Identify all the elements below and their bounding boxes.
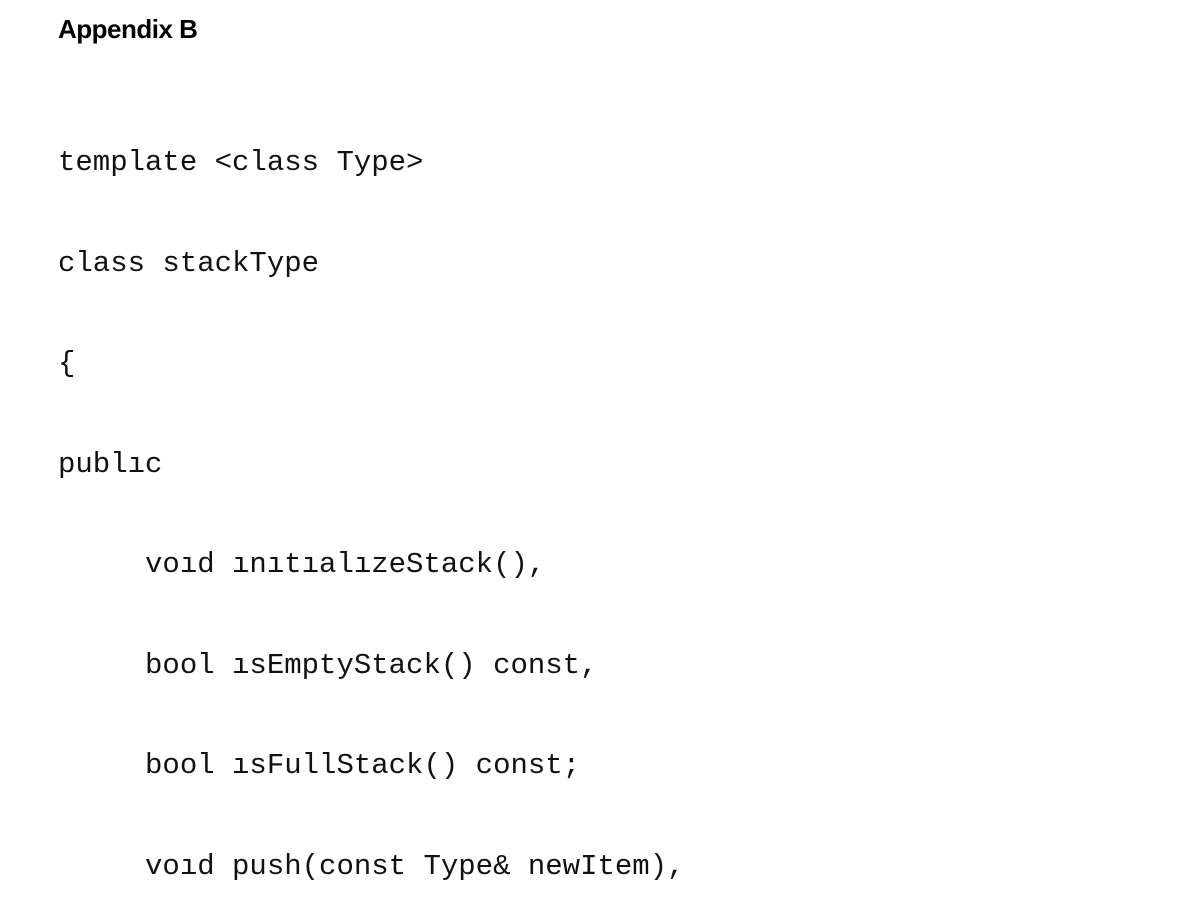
code-block: template <class Type> class stackType { … bbox=[58, 79, 685, 912]
appendix-heading: Appendix B bbox=[58, 14, 198, 44]
code-line: voıd ınıtıalızeStack(), bbox=[58, 548, 546, 581]
code-line: { bbox=[58, 347, 76, 380]
code-line: voıd push(const Type& newItem), bbox=[58, 849, 685, 883]
document-page: Appendix B template <class Type> class s… bbox=[58, 14, 685, 883]
code-line: class stackType bbox=[58, 246, 320, 280]
code-line: template <class Type> bbox=[58, 146, 424, 179]
code-line: bool ısEmptyStack() const, bbox=[58, 648, 598, 682]
code-line: bool ısFullStack() const; bbox=[58, 749, 581, 782]
code-line: publıc bbox=[58, 447, 163, 481]
